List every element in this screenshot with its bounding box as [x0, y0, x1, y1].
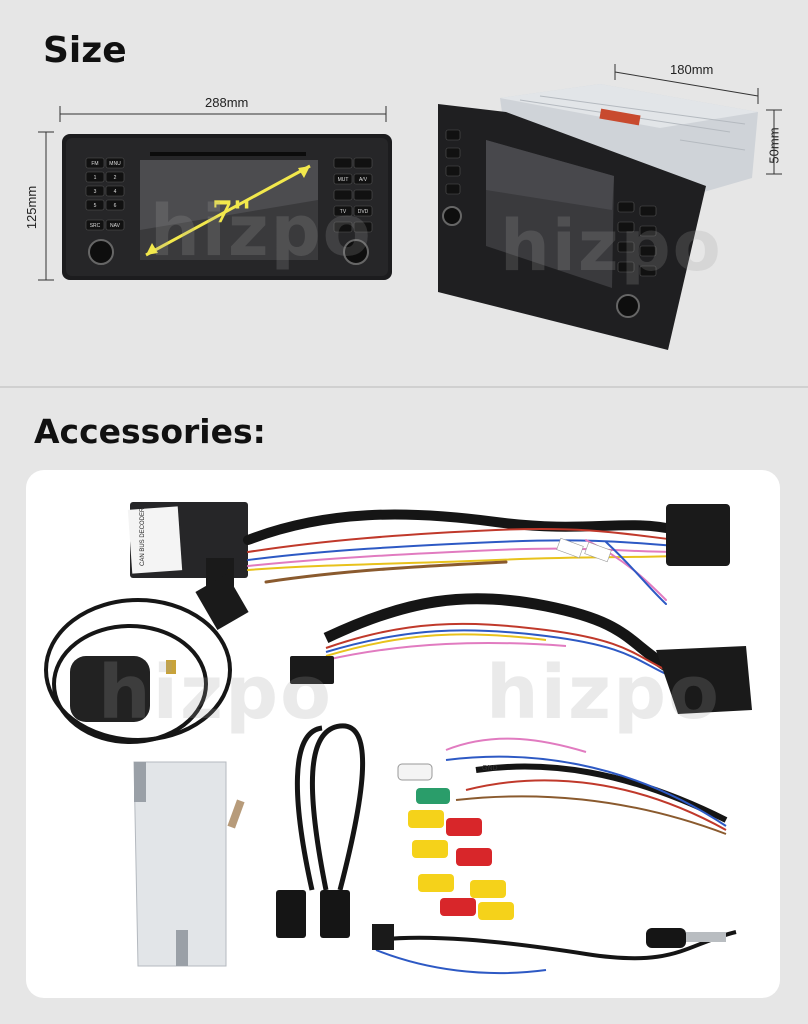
watermark-size-side: hizpo	[500, 205, 723, 287]
mounting-bracket	[133, 761, 227, 967]
side-depth-dimension-line	[614, 64, 759, 104]
gnd-label: GND	[482, 765, 498, 772]
front-width-dimension-line	[59, 106, 387, 122]
can-bus-decoder: CAN BUS DECODER	[127, 502, 249, 631]
accessories-panel: CAN BUS DECODER	[26, 470, 780, 998]
iso-connector-bottom	[656, 646, 752, 714]
size-title: Size	[43, 30, 127, 71]
front-btn-fm: FM	[91, 161, 98, 167]
screw	[227, 799, 245, 829]
svg-text:SRC: SRC	[90, 223, 101, 229]
svg-text:MUT: MUT	[338, 177, 349, 183]
head-unit-angled	[438, 84, 758, 350]
front-height-dimension-line	[38, 131, 54, 281]
speaker-harness	[323, 593, 669, 675]
svg-text:NAV: NAV	[110, 223, 121, 229]
svg-text:4: 4	[114, 189, 117, 195]
gps-antenna	[44, 598, 232, 744]
side-depth-label: 180mm	[670, 62, 714, 77]
watermark-size-front: hizpo	[150, 190, 373, 272]
section-divider	[0, 386, 808, 388]
size-illustration: FM MNU 1 2 3 4 5 6 SRC NAV MUT A/V	[38, 64, 782, 350]
side-height-dimension-line	[766, 109, 782, 175]
svg-text:A/V: A/V	[359, 177, 368, 183]
watermark-acc-right: hizpo	[486, 650, 721, 736]
svg-text:5: 5	[94, 203, 97, 209]
head-unit-front: FM MNU 1 2 3 4 5 6 SRC NAV MUT A/V	[62, 134, 392, 280]
svg-text:TV: TV	[340, 209, 347, 215]
svg-text:6: 6	[114, 203, 117, 209]
screen-size-label: 7''	[212, 195, 251, 230]
svg-text:3: 3	[94, 189, 97, 195]
svg-text:DVD: DVD	[358, 209, 369, 215]
usb-cable	[294, 723, 366, 891]
speaker-plug	[290, 656, 334, 684]
can-bus-label: CAN BUS DECODER	[140, 507, 146, 566]
front-width-label: 288mm	[205, 95, 249, 110]
accessories-illustration: CAN BUS DECODER	[44, 502, 752, 975]
power-harness	[243, 509, 681, 605]
accessories-title: Accessories:	[34, 412, 266, 451]
front-btn-mnu: MNU	[109, 161, 121, 167]
antenna-adapter	[375, 930, 737, 975]
svg-text:1: 1	[94, 175, 97, 181]
watermark-acc-left: hizpo	[98, 650, 333, 736]
rca-cable	[445, 737, 728, 835]
iso-connector-top	[666, 504, 730, 566]
rca-plugs	[397, 763, 514, 920]
svg-text:2: 2	[114, 175, 117, 181]
